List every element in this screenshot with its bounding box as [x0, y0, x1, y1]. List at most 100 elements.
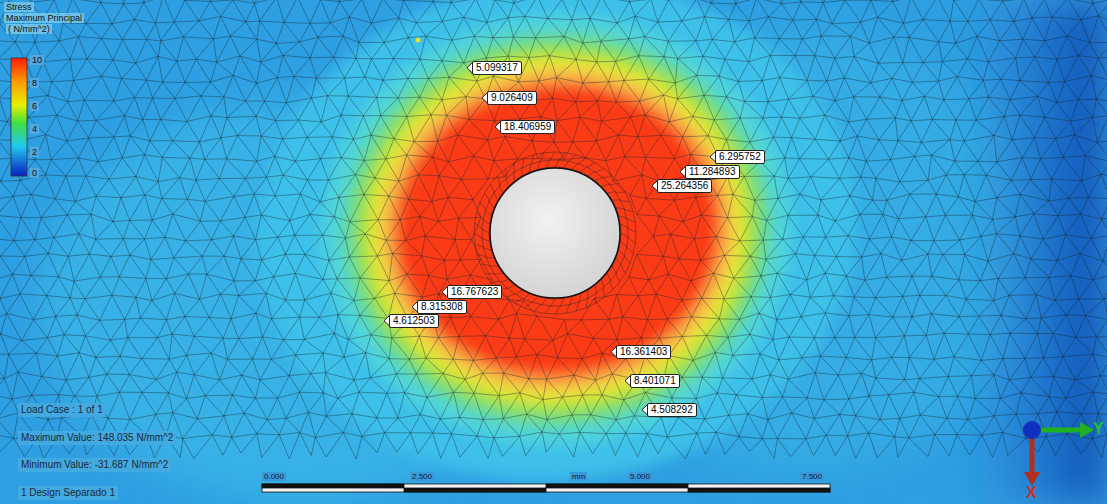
mesh-edge	[494, 159, 518, 161]
mesh-edge	[113, 222, 123, 239]
mesh-edge	[355, 175, 364, 195]
mesh-edge	[912, 62, 923, 82]
mesh-edge	[136, 63, 147, 80]
mesh-edge	[1091, 76, 1096, 99]
mesh-edge	[310, 214, 334, 216]
mesh-edge	[294, 58, 310, 77]
mesh-edge	[375, 159, 386, 178]
mesh-edge	[477, 76, 494, 81]
mesh-edge	[79, 37, 87, 59]
mesh-edge	[459, 217, 481, 219]
mesh-edge	[0, 0, 1, 2]
mesh-edge	[934, 241, 943, 255]
mesh-edge	[958, 197, 972, 215]
mesh-edge	[284, 22, 299, 41]
mesh-edge	[1024, 0, 1032, 18]
mesh-edge	[408, 79, 420, 98]
mesh-edge	[196, 39, 213, 59]
mesh-edge	[981, 219, 993, 236]
mesh-edge	[1031, 239, 1043, 259]
mesh-edge	[264, 78, 277, 102]
mesh-edge	[73, 59, 87, 81]
mesh-edge	[264, 101, 286, 103]
mesh-edge	[1014, 236, 1020, 254]
mesh-edge	[201, 82, 210, 96]
mesh-edge	[1049, 198, 1069, 201]
mesh-edge	[221, 0, 233, 16]
mesh-edge	[727, 118, 740, 140]
mesh-edge	[256, 101, 264, 116]
mesh-edge	[956, 99, 969, 120]
mesh-edge	[557, 117, 580, 120]
mesh-edge	[878, 62, 902, 64]
mesh-edge	[345, 238, 349, 257]
mesh-edge	[147, 56, 159, 80]
mesh-edge	[359, 42, 372, 58]
mesh-edge	[762, 78, 779, 81]
mesh-edge	[404, 0, 417, 22]
mesh-edge	[749, 17, 768, 21]
mesh-edge	[1022, 157, 1040, 159]
mesh-edge	[727, 140, 750, 143]
mesh-edge	[1057, 102, 1071, 121]
mesh-edge	[123, 40, 136, 64]
mesh-edge	[278, 235, 295, 237]
mesh-edge	[538, 0, 548, 19]
mesh-edge	[240, 39, 257, 56]
mesh-edge	[701, 195, 717, 215]
mesh-edge	[788, 0, 801, 2]
mesh-edge	[601, 23, 617, 41]
mesh-edge	[1103, 236, 1107, 262]
mesh-edge	[678, 75, 697, 98]
mesh-edge	[173, 141, 190, 158]
mesh-edge	[339, 175, 356, 198]
mesh-edge	[1057, 100, 1078, 103]
mesh-edge	[978, 161, 997, 163]
mesh-edge	[658, 0, 669, 22]
mesh-edge	[668, 40, 696, 41]
mesh-edge	[871, 78, 892, 82]
mesh-edge	[200, 201, 205, 221]
mesh-edge	[274, 254, 286, 276]
mesh-edge	[469, 119, 494, 120]
mesh-edge	[0, 256, 12, 274]
mesh-edge	[630, 195, 637, 214]
mesh-edge	[310, 202, 320, 215]
mesh-edge	[976, 120, 994, 135]
mesh-edge	[245, 217, 256, 239]
mesh-edge	[150, 141, 162, 158]
mesh-edge	[409, 175, 418, 199]
mesh-edge	[0, 238, 14, 240]
mesh-edge	[348, 96, 376, 97]
mesh-edge	[241, 259, 255, 281]
mesh-edge	[220, 217, 245, 221]
mesh-edge	[420, 216, 438, 221]
mesh-edge	[770, 39, 779, 56]
mesh-edge	[422, 236, 425, 256]
mesh-edge	[866, 140, 879, 162]
mesh-edge	[461, 178, 488, 180]
mesh-edge	[199, 116, 211, 142]
mesh-edge	[407, 155, 419, 175]
mesh-edge	[895, 118, 898, 141]
mesh-edge	[1065, 214, 1080, 235]
mesh-edge	[275, 196, 290, 221]
mesh-edge	[257, 156, 275, 161]
mesh-edge	[675, 137, 683, 159]
mesh-edge	[460, 240, 471, 260]
mesh-edge	[956, 120, 964, 141]
mesh-edge	[124, 4, 135, 20]
mesh-edge	[1015, 194, 1020, 216]
mesh-edge	[911, 217, 926, 241]
mesh-edge	[31, 194, 55, 198]
mesh-edge	[795, 56, 807, 81]
mesh-edge	[231, 36, 240, 56]
mesh-edge	[619, 117, 631, 135]
mesh-edge	[174, 21, 199, 22]
mesh-edge	[79, 37, 102, 39]
mesh-edge	[135, 20, 156, 23]
mesh-edge	[762, 55, 770, 80]
mesh-edge	[716, 218, 728, 237]
mesh-edge	[893, 1, 904, 23]
mesh-edge	[601, 39, 629, 41]
